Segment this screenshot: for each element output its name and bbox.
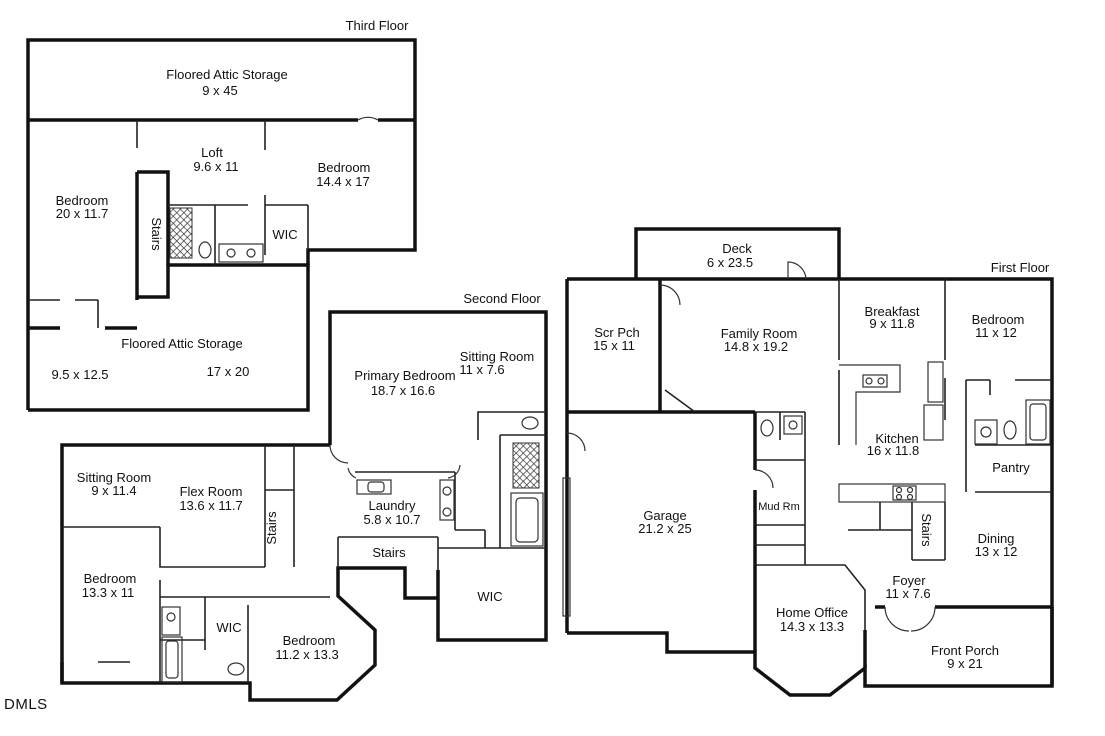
room-name: Stairs <box>919 513 934 547</box>
room-name: Garage <box>643 508 686 523</box>
room-dims: 14.8 x 19.2 <box>724 339 788 354</box>
room-name: Floored Attic Storage <box>121 336 242 351</box>
room-dims: 9 x 11.8 <box>869 316 914 331</box>
room-name: Primary Bedroom <box>354 368 455 383</box>
room-name: Flex Room <box>180 484 243 499</box>
room-name: Sitting Room <box>460 349 534 364</box>
room-dims: 11 x 12 <box>975 325 1017 340</box>
room-name: Dining <box>978 531 1015 546</box>
room-name: Stairs <box>264 511 279 545</box>
room-name: WIC <box>272 227 297 242</box>
room-dims: 16 x 11.8 <box>867 443 920 458</box>
brand-logo: DMLS <box>4 696 48 713</box>
room-name: Bedroom <box>972 312 1025 327</box>
room-name: Loft <box>201 145 223 160</box>
room-name: Scr Pch <box>594 325 640 340</box>
first-floor <box>562 227 1054 697</box>
room-dims: 13 x 12 <box>975 544 1018 559</box>
second-floor <box>60 310 548 702</box>
floor-label-third: Third Floor <box>346 18 410 33</box>
room-dims: 18.7 x 16.6 <box>371 383 435 398</box>
room-name: Sitting Room <box>77 470 151 485</box>
room-dims: 20 x 11.7 <box>56 206 109 221</box>
third-floor <box>26 38 417 412</box>
room-name: Breakfast <box>865 304 920 319</box>
room-dims: 13.3 x 11 <box>82 585 135 600</box>
room-dims: 11 x 7.6 <box>885 586 930 601</box>
room-name: Deck <box>722 241 752 256</box>
room-dims: 9 x 21 <box>947 656 982 671</box>
room-name: Bedroom <box>283 633 336 648</box>
room-name: Home Office <box>776 605 848 620</box>
room-dims: 15 x 11 <box>593 338 635 353</box>
room-name: Stairs <box>149 217 164 251</box>
room-name: Laundry <box>369 498 416 513</box>
room-name: Bedroom <box>318 160 371 175</box>
room-dims: 17 x 20 <box>207 364 250 379</box>
room-name: Family Room <box>721 326 798 341</box>
room-dims: 9 x 45 <box>202 83 237 98</box>
room-dims: 11.2 x 13.3 <box>275 647 338 662</box>
room-name: Mud Rm <box>758 501 800 513</box>
floor-label-first: First Floor <box>991 260 1050 275</box>
floor-label-second: Second Floor <box>463 291 541 306</box>
room-name: Bedroom <box>84 571 137 586</box>
room-dims: 13.6 x 11.7 <box>179 498 242 513</box>
room-dims: 21.2 x 25 <box>638 521 692 536</box>
room-dims: 9.5 x 12.5 <box>51 367 108 382</box>
room-name: Pantry <box>992 460 1030 475</box>
room-dims: 11 x 7.6 <box>459 362 504 377</box>
room-name: WIC <box>477 589 502 604</box>
room-name: Foyer <box>892 573 926 588</box>
room-name: Kitchen <box>875 431 918 446</box>
room-name: Stairs <box>372 545 406 560</box>
room-dims: 9 x 11.4 <box>91 483 136 498</box>
labels: Third Floor Second Floor First Floor Flo… <box>4 18 1050 713</box>
room-name: Bedroom <box>56 193 109 208</box>
room-name: WIC <box>216 620 241 635</box>
room-name: Floored Attic Storage <box>166 67 287 82</box>
room-dims: 14.4 x 17 <box>316 174 370 189</box>
room-dims: 9.6 x 11 <box>193 159 238 174</box>
room-dims: 14.3 x 13.3 <box>780 619 844 634</box>
room-name: Front Porch <box>931 643 999 658</box>
room-dims: 6 x 23.5 <box>707 255 753 270</box>
room-dims: 5.8 x 10.7 <box>363 512 420 527</box>
